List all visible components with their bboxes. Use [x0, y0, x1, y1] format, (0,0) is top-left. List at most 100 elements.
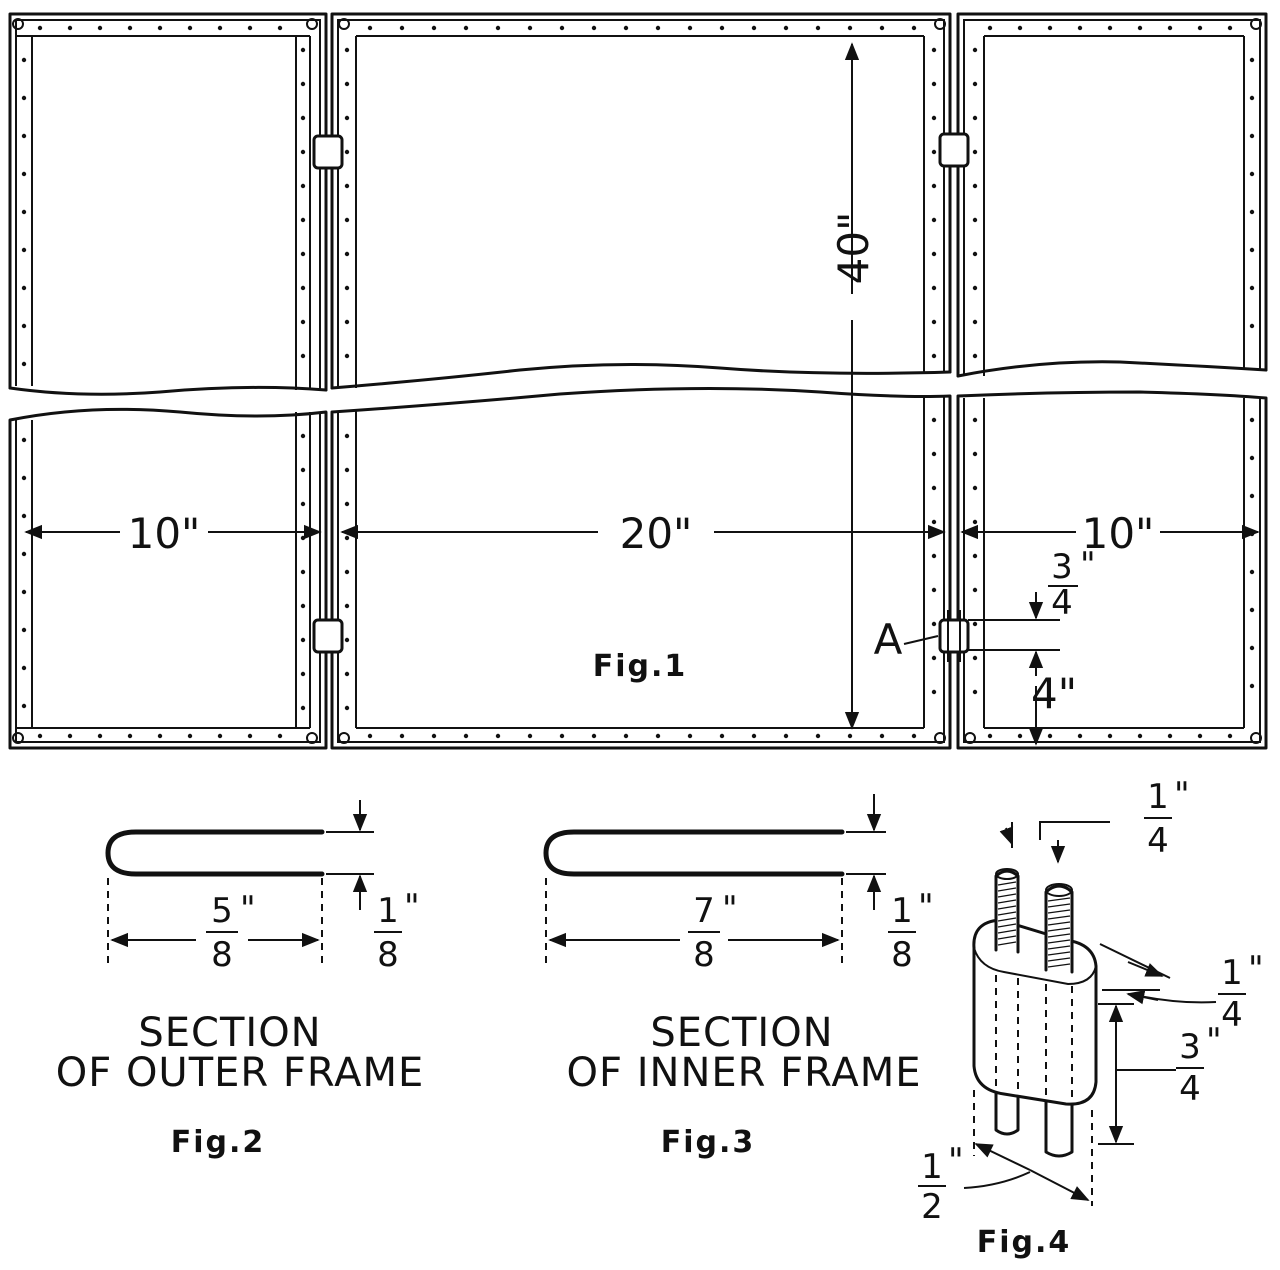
rivet-dot: [931, 519, 937, 525]
width-dim-den: 2: [921, 1187, 943, 1227]
rivet-dot: [527, 25, 533, 31]
clip-block-body: [972, 918, 1098, 1106]
rivet-dot: [911, 25, 917, 31]
fig4-caption: Fig.4: [977, 1225, 1072, 1260]
fig1-panels: [8, 12, 1268, 750]
rivet-dot: [21, 627, 27, 633]
rivet-dot: [344, 433, 350, 439]
inner-section-title-2: OF INNER FRAME: [567, 1050, 922, 1096]
rivet-dot: [1107, 733, 1113, 739]
rivet-dot: [67, 25, 73, 31]
rivet-dot: [495, 25, 501, 31]
rivet-dot: [463, 25, 469, 31]
rivet-dot: [344, 705, 350, 711]
clip-offset-label: 4": [1031, 669, 1077, 718]
rivet-dot: [931, 689, 937, 695]
rivet-dot: [972, 149, 978, 155]
rivet-dot: [847, 25, 853, 31]
rivet-dot: [972, 553, 978, 559]
rivet-dot: [1249, 247, 1255, 253]
clip-height-den: 4: [1051, 583, 1073, 623]
thread-line: [997, 917, 1017, 922]
thread-line: [997, 893, 1017, 898]
rivet-dot: [931, 319, 937, 325]
rivet-dot: [344, 47, 350, 53]
rivet-dot: [127, 733, 133, 739]
rivet-dot: [1077, 25, 1083, 31]
inner-gap-num: 1: [891, 891, 913, 931]
thread-line: [997, 881, 1017, 886]
rivet-dot: [972, 285, 978, 291]
hinge-clip-a: [938, 610, 970, 662]
rivet-dot: [1167, 25, 1173, 31]
rivet-dot: [623, 25, 629, 31]
rivet-dot: [1017, 25, 1023, 31]
center-panel: [330, 12, 952, 750]
rivet-dot: [1249, 683, 1255, 689]
upper-pins: [994, 868, 1074, 974]
thread-line: [1047, 945, 1071, 950]
rivet-dot: [1249, 57, 1255, 63]
rivet-dot: [344, 501, 350, 507]
rivet-dot: [972, 417, 978, 423]
rivet-dot: [300, 501, 306, 507]
outer-width-num: 5: [211, 891, 233, 931]
rivet-dot: [1107, 25, 1113, 31]
rivet-dot: [431, 25, 437, 31]
thread-line: [997, 929, 1017, 934]
rivet-dot: [21, 133, 27, 139]
thick-dim-unit: ": [1248, 949, 1264, 989]
rivet-dot: [37, 733, 43, 739]
rivet-dot: [300, 637, 306, 643]
pin-dim-num: 1: [1147, 777, 1169, 817]
rivet-dot: [931, 251, 937, 257]
rivet-dot: [972, 655, 978, 661]
outer-gap-unit: ": [404, 887, 420, 927]
rivet-dot: [300, 149, 306, 155]
rivet-dot: [344, 217, 350, 223]
rivet-dot: [972, 81, 978, 87]
rivet-dot: [911, 733, 917, 739]
rivet-dot: [367, 25, 373, 31]
rivet-dot: [300, 285, 306, 291]
rivet-dot: [987, 733, 993, 739]
inner-section-title-1: SECTION: [650, 1010, 833, 1056]
rivet-dot: [217, 733, 223, 739]
clip-height-unit: ": [1080, 545, 1096, 585]
rivet-dot: [300, 535, 306, 541]
thread-line: [1047, 933, 1071, 938]
thread-line: [1047, 927, 1071, 932]
rivet-dot: [344, 285, 350, 291]
fig3-caption: Fig.3: [661, 1125, 756, 1160]
rivet-dot: [300, 47, 306, 53]
thread-line: [997, 887, 1017, 892]
rivet-dot: [931, 217, 937, 223]
rivet-dot: [344, 319, 350, 325]
rivet-dot: [21, 437, 27, 443]
rivet-dot: [187, 733, 193, 739]
rivet-dot: [655, 25, 661, 31]
rivet-dot: [1047, 25, 1053, 31]
rivet-dot: [1197, 25, 1203, 31]
rivet-dot: [972, 485, 978, 491]
outer-gap-den: 8: [377, 935, 399, 975]
rivet-dot: [931, 183, 937, 189]
rivet-dot: [931, 587, 937, 593]
rivet-dot: [67, 733, 73, 739]
rivet-dot: [1227, 733, 1233, 739]
rivet-dot: [21, 57, 27, 63]
rivet-dot: [559, 733, 565, 739]
rivet-dot: [344, 81, 350, 87]
fig4-clip-block: 1 4 " 1 4 " 3 4 " 1 2 " Fig.4: [918, 775, 1264, 1260]
rivet-dot: [931, 149, 937, 155]
rivet-dot: [1249, 323, 1255, 329]
rivet-dot: [300, 467, 306, 473]
rivet-dot: [931, 451, 937, 457]
rivet-dot: [300, 251, 306, 257]
width-dim-unit: ": [948, 1141, 964, 1181]
rivet-dot: [300, 217, 306, 223]
rivet-dot: [21, 247, 27, 253]
rivet-dot: [972, 183, 978, 189]
thread-line: [1047, 915, 1071, 920]
